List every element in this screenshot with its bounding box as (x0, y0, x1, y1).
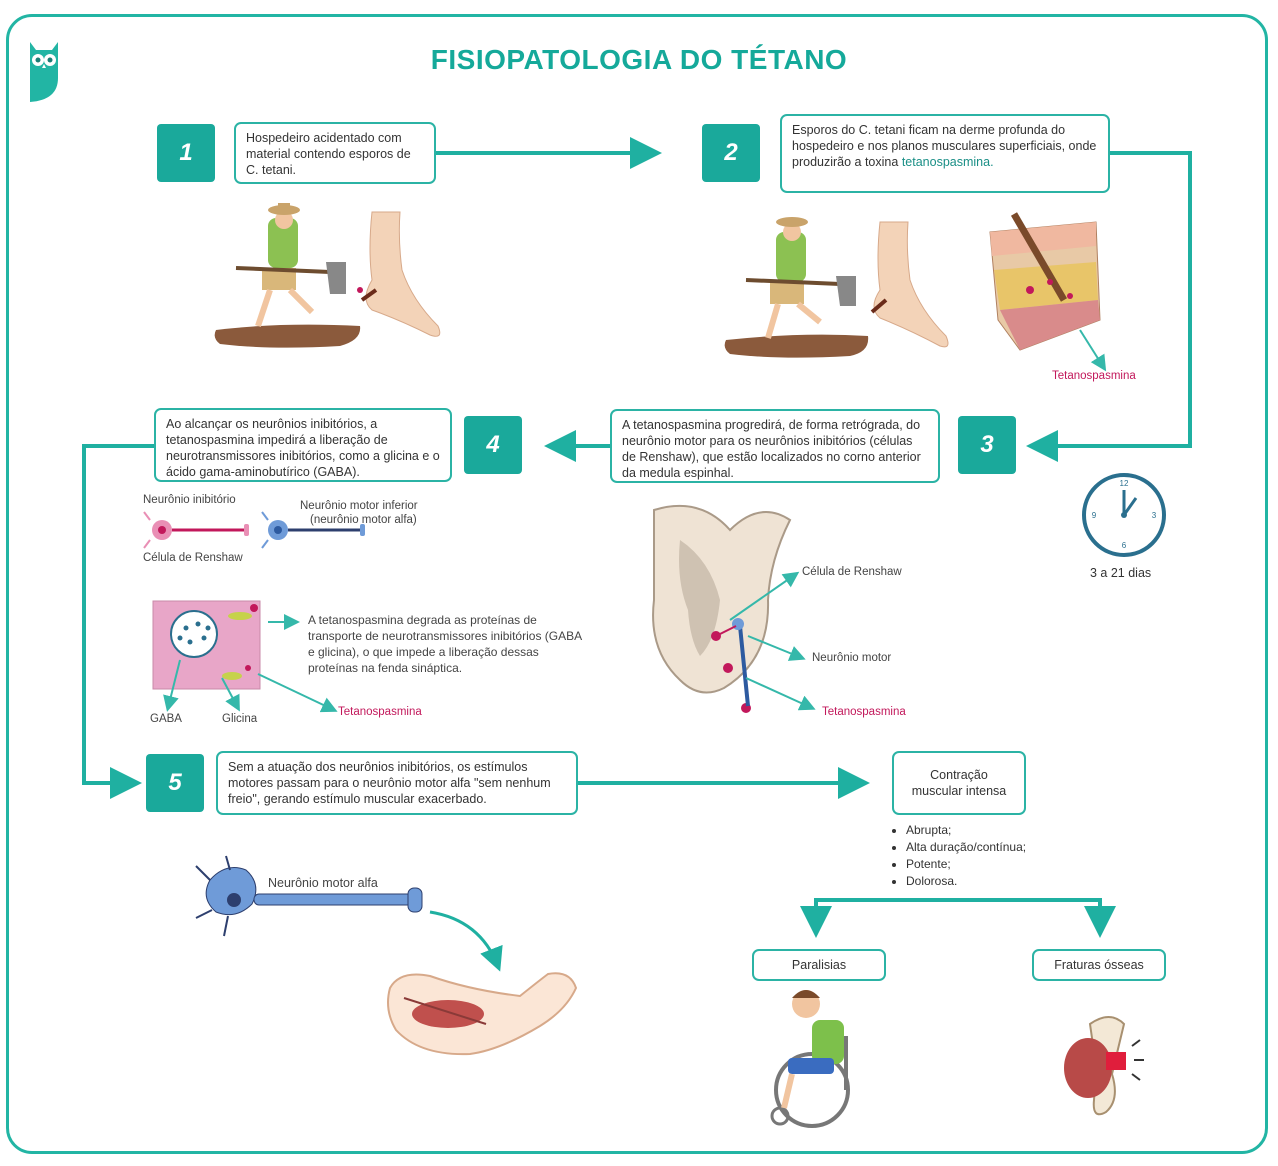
walker-illustration-2 (725, 217, 948, 358)
step-2-toxin-highlight: tetanospasmina. (902, 155, 994, 169)
step-4-text-content: Ao alcançar os neurônios inibitórios, a … (166, 417, 440, 479)
step-1-text-content: Hospedeiro acidentado com material conte… (246, 131, 411, 177)
bullet-item: Potente; (906, 856, 1026, 873)
fractures-box: Fraturas ósseas (1032, 949, 1166, 981)
flow-arrow-branch (816, 900, 1100, 930)
step-5-text-content: Sem a atuação dos neurônios inibitórios,… (228, 760, 551, 806)
alpha-motor-neuron-illustration (196, 856, 498, 966)
bullet-item: Abrupta; (906, 822, 1026, 839)
step-4-badge: 4 (464, 416, 522, 474)
step-3-text-content: A tetanospasmina progredirá, de forma re… (622, 418, 921, 480)
synapse-illustration (153, 601, 334, 710)
svg-text:3: 3 (1152, 511, 1157, 520)
alpha-motor-label: Neurônio motor alfa (268, 876, 378, 890)
toxin-synapse-label: Tetanospasmina (338, 706, 422, 718)
paralysis-label: Paralisias (792, 958, 846, 972)
step-2-badge: 2 (702, 124, 760, 182)
skin-section-illustration (990, 214, 1104, 368)
glicina-label: Glicina (222, 713, 257, 725)
contraction-box: Contração muscular intensa (892, 751, 1026, 815)
contraction-bullets: Abrupta; Alta duração/contínua; Potente;… (892, 822, 1026, 890)
inhibitory-neuron-illustration (144, 512, 249, 548)
lower-motor-neuron-sublabel: (neurônio motor alfa) (310, 514, 417, 526)
bone-fracture-illustration (1064, 1017, 1144, 1114)
gaba-label: GABA (150, 713, 182, 725)
arm-muscle-illustration (388, 973, 576, 1054)
paralysis-box: Paralisias (752, 949, 886, 981)
clock-caption: 3 a 21 dias (1090, 566, 1151, 580)
svg-text:9: 9 (1092, 511, 1097, 520)
toxin-spinal-label: Tetanospasmina (822, 706, 906, 718)
step-5-text: Sem a atuação dos neurônios inibitórios,… (216, 751, 578, 815)
svg-text:12: 12 (1120, 479, 1129, 488)
wheelchair-illustration (772, 990, 848, 1126)
inhibitory-neuron-label: Neurônio inibitório (143, 494, 236, 506)
toxin-skin-label: Tetanospasmina (1052, 370, 1136, 382)
bullet-item: Alta duração/contínua; (906, 839, 1026, 856)
walker-illustration-1 (215, 203, 440, 348)
spinal-cord-illustration (653, 506, 812, 713)
svg-text:6: 6 (1122, 541, 1127, 550)
lower-motor-neuron-label: Neurônio motor inferior (300, 500, 418, 512)
spinal-motor-label: Neurônio motor (812, 652, 891, 664)
renshaw-cell-label: Célula de Renshaw (143, 552, 243, 564)
step-1-text: Hospedeiro acidentado com material conte… (234, 122, 436, 184)
synapse-description: A tetanospasmina degrada as proteínas de… (308, 612, 590, 676)
step-3-badge: 3 (958, 416, 1016, 474)
step-5-badge: 5 (146, 754, 204, 812)
clock-icon: 12 3 6 9 (1084, 475, 1164, 555)
bullet-item: Dolorosa. (906, 873, 1026, 890)
step-2-text: Esporos do C. tetani ficam na derme prof… (780, 114, 1110, 193)
spinal-renshaw-label: Célula de Renshaw (802, 566, 902, 578)
fractures-label: Fraturas ósseas (1054, 958, 1144, 972)
step-4-text: Ao alcançar os neurônios inibitórios, a … (154, 408, 452, 482)
step-3-text: A tetanospasmina progredirá, de forma re… (610, 409, 940, 483)
step-1-badge: 1 (157, 124, 215, 182)
contraction-title: Contração muscular intensa (904, 767, 1014, 799)
